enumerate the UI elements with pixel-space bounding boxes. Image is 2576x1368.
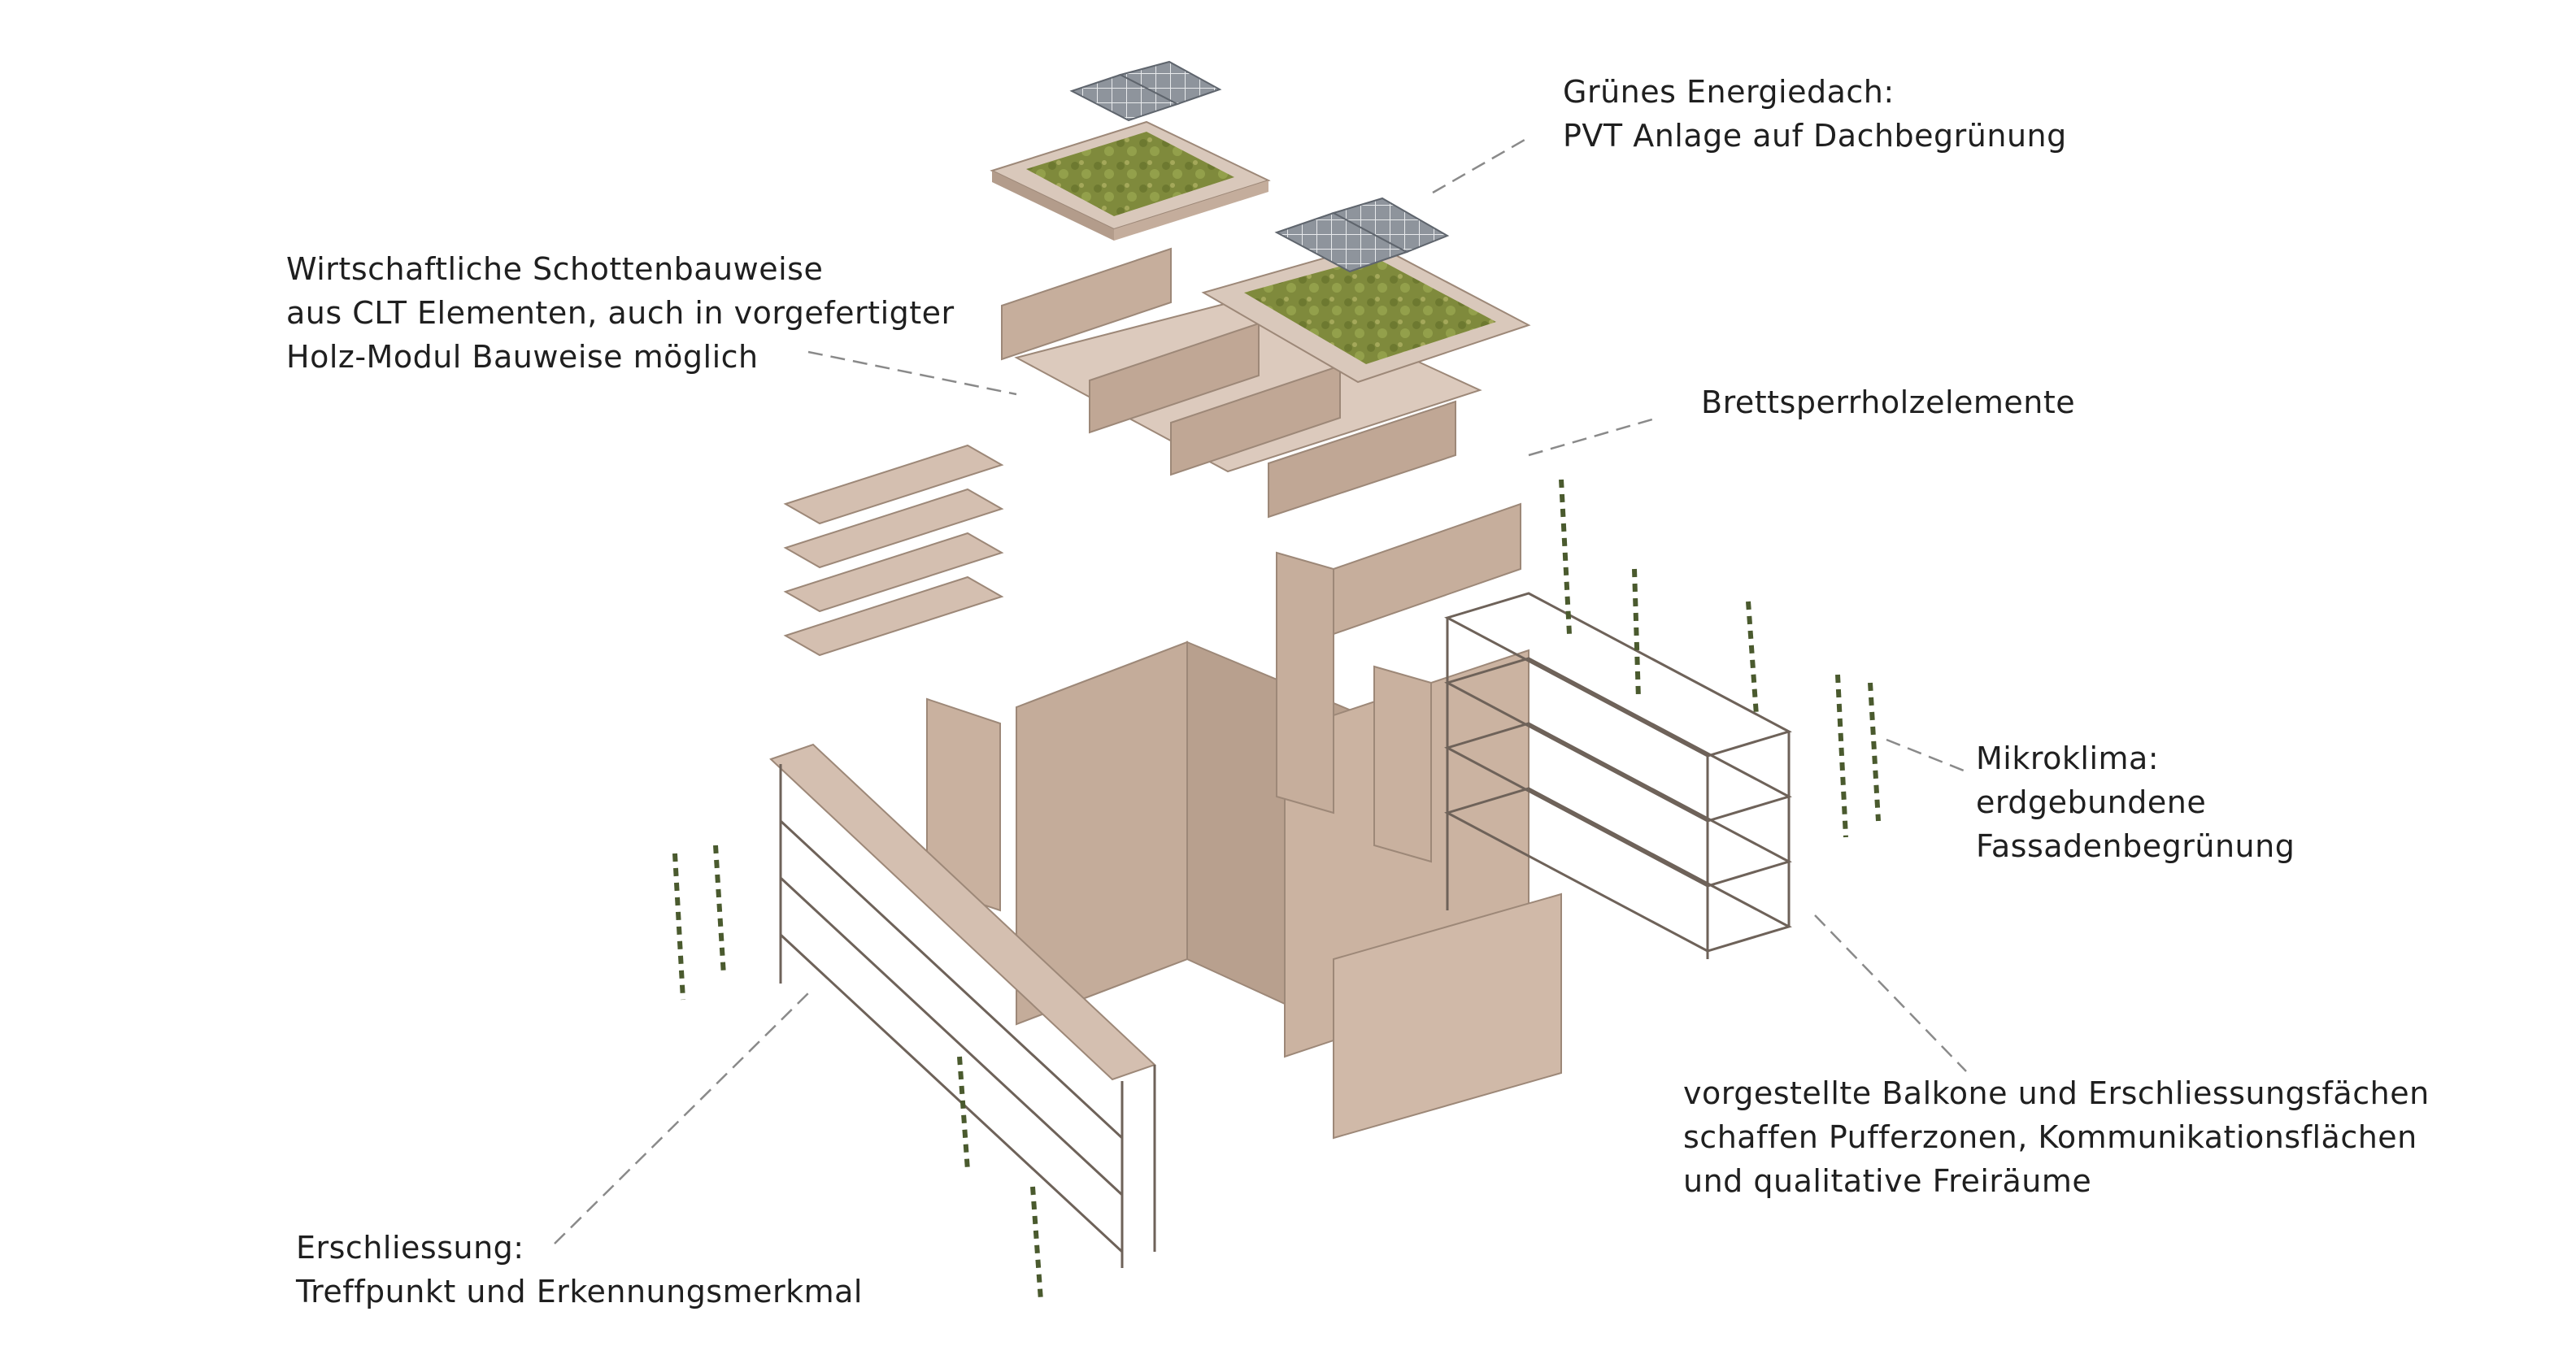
roof-slab-edge (1114, 180, 1268, 241)
access-label: Erschliessung: Treffpunkt und Erkennungs… (296, 1226, 863, 1314)
leader-clt-elements (1528, 418, 1653, 457)
label-line: und qualitative Freiräume (1683, 1163, 2092, 1199)
top-roof-module (990, 60, 1271, 241)
clt-construction-label: Wirtschaftliche Schottenbauweise aus CLT… (286, 247, 955, 379)
leader-microclimate (1886, 738, 1969, 774)
facade-greening-plants (672, 479, 1881, 1301)
green-roof-field (1244, 257, 1496, 364)
label-line: Mikroklima: (1976, 740, 2160, 776)
leader-balconies (1814, 914, 1967, 1072)
solar-panel (1331, 197, 1450, 254)
leader-clt-construction (807, 350, 1017, 396)
label-line: erdgebundene (1976, 784, 2207, 820)
access-gallery (769, 743, 1156, 1268)
label-line: Fassadenbegrünung (1976, 828, 2295, 864)
balconies-label: vorgestellte Balkone und Erschliessungsf… (1683, 1071, 2430, 1203)
label-line: Brettsperrholzelemente (1701, 384, 2076, 420)
microclimate-label: Mikroklima: erdgebundene Fassadenbegrünu… (1976, 736, 2295, 868)
floor-slab-stack (783, 444, 1004, 657)
clt-wall (1089, 322, 1260, 434)
label-line: aus CLT Elementen, auch in vorgefertigte… (286, 295, 955, 331)
label-line: Treffpunkt und Erkennungsmerkmal (296, 1274, 863, 1309)
floor-slab (783, 488, 1004, 569)
label-line: vorgestellte Balkone und Erschliessungsf… (1683, 1075, 2430, 1111)
solar-panel (1118, 60, 1222, 106)
facade-panel (926, 697, 1001, 912)
upper-clt-module (1001, 197, 1531, 519)
facade-panel (1333, 892, 1562, 1140)
green-roof-field (1026, 132, 1234, 216)
facade-panel (1373, 665, 1432, 863)
label-line: schaffen Pufferzonen, Kommunikationsfläc… (1683, 1119, 2417, 1155)
floor-slab (783, 444, 1004, 525)
leader-energy-roof (1432, 135, 1531, 194)
floor-slab (783, 532, 1004, 613)
clt-wall (1170, 364, 1341, 476)
energy-roof-label: Grünes Energiedach: PVT Anlage auf Dachb… (1563, 70, 2067, 158)
main-building-block (926, 502, 1562, 1140)
label-line: PVT Anlage auf Dachbegrünung (1563, 118, 2067, 154)
floor-slab (783, 575, 1004, 657)
leader-lines (554, 135, 1969, 1244)
roof-slab-edge (992, 171, 1114, 241)
balcony-frame (1444, 592, 1792, 959)
label-line: Holz-Modul Bauweise möglich (286, 339, 759, 375)
clt-wall (1001, 247, 1172, 361)
label-line: Erschliessung: (296, 1230, 524, 1266)
label-line: Grünes Energiedach: (1563, 74, 1895, 110)
clt-elements-label: Brettsperrholzelemente (1701, 380, 2075, 424)
clt-wall (1333, 502, 1521, 636)
label-line: Wirtschaftliche Schottenbauweise (286, 251, 824, 287)
clt-wall (1268, 400, 1456, 519)
stair-tower (1276, 551, 1334, 814)
leader-access (554, 989, 812, 1244)
